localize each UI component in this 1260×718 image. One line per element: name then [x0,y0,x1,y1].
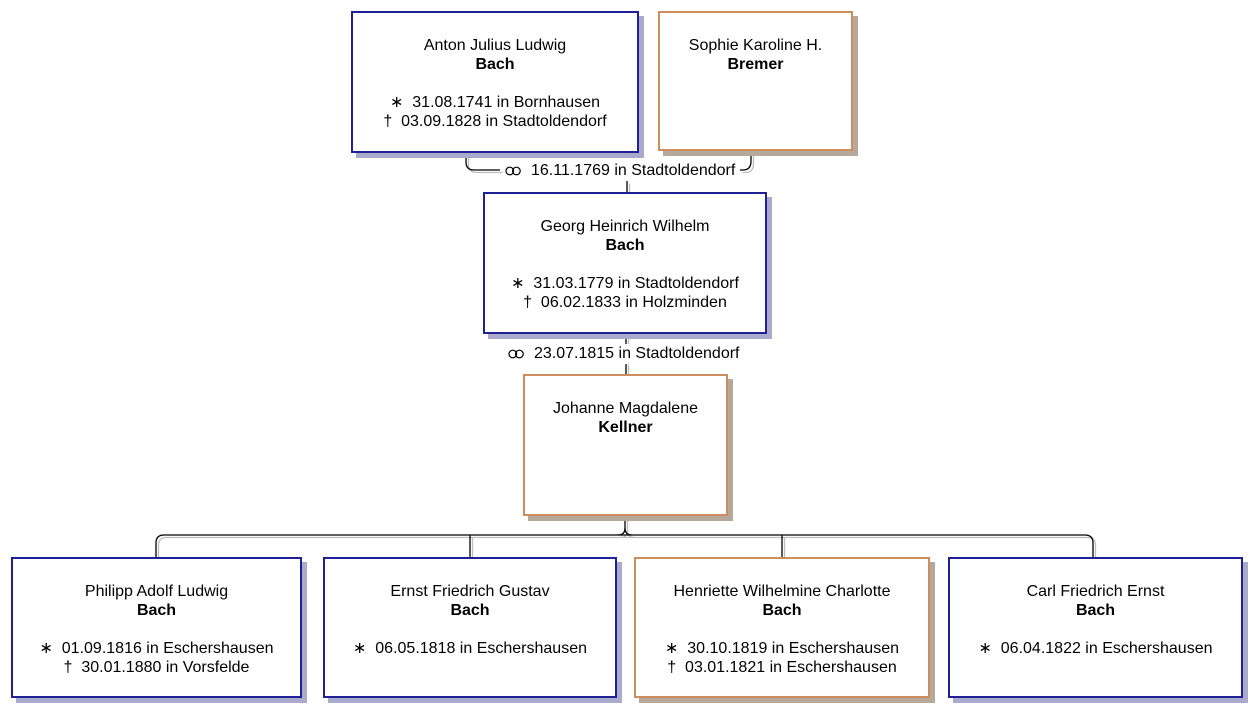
surname: Bach [475,56,515,73]
surname: Bach [136,602,177,619]
birth-info: ∗ 31.03.1779 in Stadtoldendorf [511,275,739,292]
person-box-anton-bach[interactable]: Anton Julius Ludwig Bach ∗ 31.08.1741 in… [351,11,639,153]
birth-info: ∗ 06.04.1822 in Eschershausen [978,640,1213,657]
person-box-carl-bach[interactable]: Carl Friedrich Ernst Bach ∗ 06.04.1822 i… [948,557,1243,698]
surname: Kellner [598,419,653,436]
spacer [485,255,765,274]
given-name: Anton Julius Ludwig [423,37,567,54]
birth-info: ∗ 01.09.1816 in Eschershausen [39,640,274,657]
person-box-georg-bach[interactable]: Georg Heinrich Wilhelm Bach ∗ 31.03.1779… [483,192,767,334]
marriage-info-2: 23.07.1815 in Stadtoldendorf [506,344,742,364]
given-name: Carl Friedrich Ernst [1026,583,1165,600]
person-box-johanne-kellner[interactable]: Johanne Magdalene Kellner [523,374,728,516]
marriage-rings-icon [508,349,524,359]
death-info: † 06.02.1833 in Holzminden [523,294,727,311]
spacer [636,620,928,639]
spacer [325,620,615,639]
spacer [13,620,300,639]
surname: Bach [1075,602,1116,619]
given-name: Philipp Adolf Ludwig [84,583,229,600]
surname: Bach [450,602,490,619]
person-box-henriette-bach[interactable]: Henriette Wilhelmine Charlotte Bach ∗ 30… [634,557,930,698]
surname: Bach [762,602,802,619]
given-name: Sophie Karoline H. [688,37,823,54]
death-info: † 03.01.1821 in Eschershausen [667,659,897,676]
given-name: Georg Heinrich Wilhelm [540,218,710,235]
person-box-philipp-bach[interactable]: Philipp Adolf Ludwig Bach ∗ 01.09.1816 i… [11,557,302,698]
marriage-rings-icon [505,166,521,176]
marriage-info-1: 16.11.1769 in Stadtoldendorf [503,161,738,181]
surname: Bremer [727,56,784,73]
birth-info: ∗ 06.05.1818 in Eschershausen [352,640,587,657]
given-name: Ernst Friedrich Gustav [390,583,550,600]
birth-info: ∗ 31.08.1741 in Bornhausen [389,94,600,111]
spacer [353,74,637,93]
death-info: † 03.09.1828 in Stadtoldendorf [383,113,607,130]
birth-info: ∗ 30.10.1819 in Eschershausen [664,640,899,657]
death-info: † 30.01.1880 in Vorsfelde [63,659,250,676]
person-box-ernst-bach[interactable]: Ernst Friedrich Gustav Bach ∗ 06.05.1818… [323,557,617,698]
person-box-sophie-bremer[interactable]: Sophie Karoline H. Bremer [658,11,853,151]
spacer [950,620,1241,639]
given-name: Johanne Magdalene [552,400,698,417]
marriage-date-place: 23.07.1815 in Stadtoldendorf [534,345,740,362]
given-name: Henriette Wilhelmine Charlotte [673,583,891,600]
marriage-date-place: 16.11.1769 in Stadtoldendorf [531,162,736,179]
surname: Bach [605,237,645,254]
